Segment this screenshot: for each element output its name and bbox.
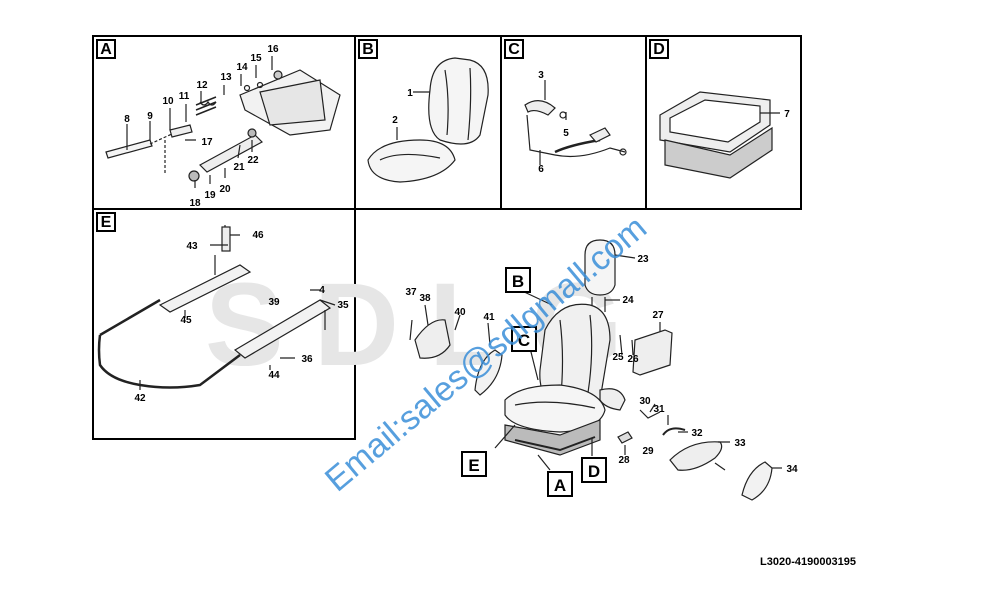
part-label-41: 41: [483, 312, 495, 323]
callout-c: C: [518, 331, 530, 350]
part-label-20: 20: [219, 184, 231, 195]
part-label-29: 29: [642, 446, 654, 457]
part-label-18: 18: [189, 198, 201, 209]
part-label-46: 46: [252, 230, 264, 241]
part-label-3: 3: [538, 70, 544, 81]
part-label-13: 13: [220, 72, 232, 83]
callout-d: D: [588, 462, 600, 481]
part-label-1: 1: [407, 88, 413, 99]
drawing-code: L3020-4190003195: [760, 556, 857, 568]
panel-e-label: E: [96, 212, 116, 232]
part-label-36: 36: [301, 354, 313, 365]
part-label-14: 14: [236, 62, 248, 73]
part-label-38: 38: [419, 293, 431, 304]
part-label-10: 10: [162, 96, 174, 107]
part-label-30: 30: [639, 396, 651, 407]
part-label-42: 42: [134, 393, 146, 404]
part-label-22: 22: [247, 155, 259, 166]
callout-e: E: [468, 456, 479, 475]
callout-e-box: [461, 451, 487, 477]
panel-d-label: D: [649, 39, 669, 59]
part-label-8: 8: [124, 114, 130, 125]
part-label-6: 6: [538, 164, 544, 175]
part-label-39: 39: [268, 297, 280, 308]
callout-a-box: [547, 471, 573, 497]
part-label-35: 35: [337, 300, 349, 311]
callout-b: B: [512, 272, 524, 291]
part-label-32: 32: [691, 428, 703, 439]
part-label-15: 15: [250, 53, 262, 64]
part-label-37: 37: [405, 287, 417, 298]
callout-c-box: [511, 326, 537, 352]
part-label-33: 33: [734, 438, 746, 449]
part-label-24: 24: [622, 295, 634, 306]
part-label-2: 2: [392, 115, 398, 126]
part-label-17: 17: [201, 137, 213, 148]
part-label-44: 44: [268, 370, 280, 381]
part-label-7: 7: [784, 109, 790, 120]
callout-a: A: [554, 476, 566, 495]
callout-b-box: [505, 267, 531, 293]
part-label-26: 26: [627, 354, 639, 365]
panel-d: D: [645, 35, 802, 210]
part-label-31: 31: [653, 404, 665, 415]
part-label-4: 4: [319, 285, 325, 296]
part-label-21: 21: [233, 162, 245, 173]
panel-b-label: B: [358, 39, 378, 59]
part-label-5: 5: [563, 128, 569, 139]
part-label-40: 40: [454, 307, 466, 318]
part-label-27: 27: [652, 310, 664, 321]
callout-d-box: [581, 457, 607, 483]
part-label-19: 19: [204, 190, 216, 201]
panel-e: E: [92, 208, 356, 440]
part-label-28: 28: [618, 455, 630, 466]
panel-c-label: C: [504, 39, 524, 59]
part-label-12: 12: [196, 80, 208, 91]
part-label-11: 11: [179, 91, 190, 102]
part-label-23: 23: [637, 254, 649, 265]
panel-a-label: A: [96, 39, 116, 59]
part-label-43: 43: [186, 241, 198, 252]
part-label-25: 25: [612, 352, 624, 363]
part-label-34: 34: [786, 464, 798, 475]
part-label-45: 45: [180, 315, 192, 326]
part-label-16: 16: [267, 44, 279, 55]
part-label-9: 9: [147, 111, 153, 122]
